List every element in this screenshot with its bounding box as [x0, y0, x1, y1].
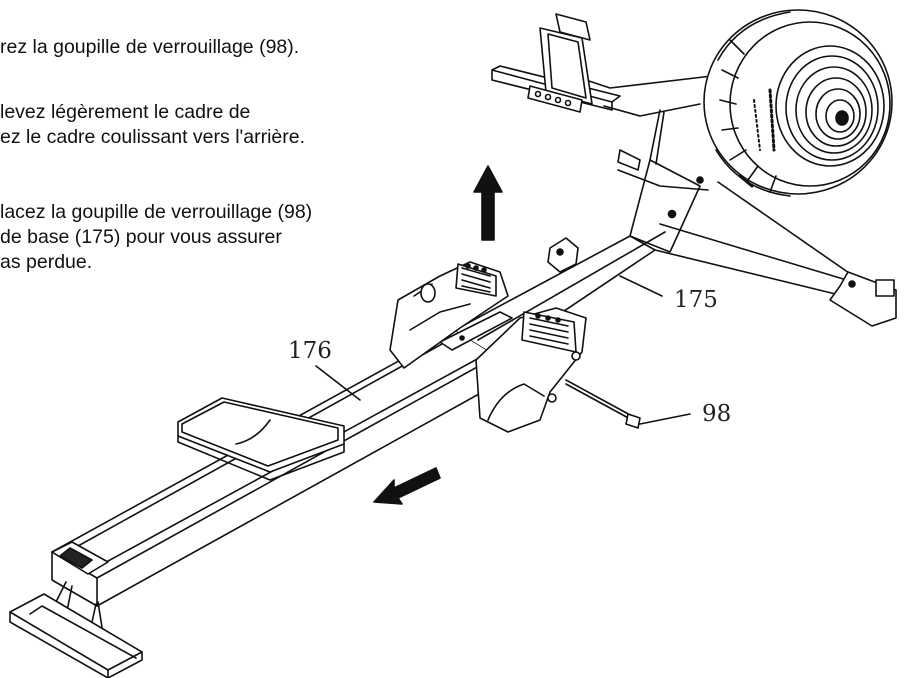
instruction-line-4: lacez la goupille de verrouillage (98) — [0, 201, 313, 223]
callout-leader-175 — [619, 275, 663, 297]
fan-housing — [703, 9, 893, 197]
instruction-line-2: levez légèrement le cadre de — [0, 101, 251, 123]
seat — [177, 397, 345, 481]
instruction-line-5: de base (175) pour vous assurer — [0, 226, 282, 248]
instruction-line-3: ez le cadre coulissant vers l'arrière. — [0, 126, 306, 148]
base-frame — [454, 159, 897, 357]
callout-176: 176 — [288, 338, 332, 364]
footplate-left — [389, 261, 509, 369]
slide-rear-arrow — [373, 467, 441, 505]
instruction-line-6: as perdue. — [0, 251, 93, 273]
lock-pin — [565, 379, 641, 429]
callout-leader-98 — [639, 413, 691, 425]
rail-bracket — [439, 237, 579, 351]
lift-arrow — [473, 165, 503, 241]
callout-leader-176 — [315, 365, 361, 401]
front-stand — [9, 541, 143, 678]
instruction-line-1: rez la goupille de verrouillage (98). — [0, 36, 300, 58]
footplate-right — [475, 307, 587, 433]
monitor-assembly — [491, 13, 713, 171]
callout-98: 98 — [702, 401, 732, 427]
callout-175: 175 — [674, 287, 718, 313]
